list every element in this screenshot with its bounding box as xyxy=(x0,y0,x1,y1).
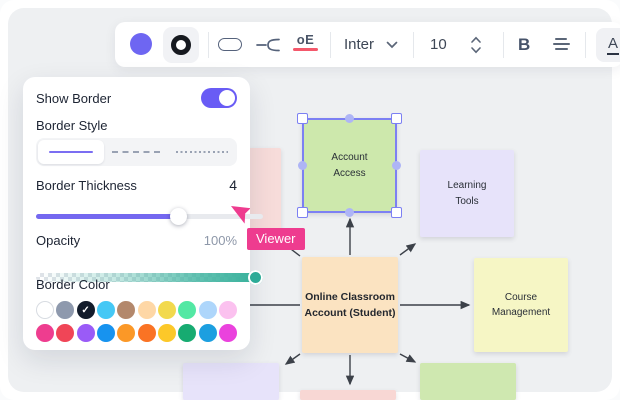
border-style-dashed-option[interactable] xyxy=(104,140,170,164)
toolbar-divider xyxy=(208,32,209,58)
edge-handle-right[interactable] xyxy=(392,161,401,170)
toolbar-divider xyxy=(330,32,331,58)
stroke-ring-icon xyxy=(171,35,191,55)
border-color-label: Border Color xyxy=(36,277,110,292)
toolbar-divider xyxy=(503,32,504,58)
opacity-value: 100% xyxy=(203,232,237,248)
resize-handle-top-left[interactable] xyxy=(297,113,308,124)
resize-handle-bottom-right[interactable] xyxy=(391,207,402,218)
node-partial-lavender-bottom[interactable] xyxy=(183,363,279,400)
slider-thumb[interactable] xyxy=(170,208,187,225)
collaborator-cursor-icon xyxy=(231,206,250,224)
color-swatch[interactable] xyxy=(137,301,156,319)
border-settings-panel: Show Border Border Style Border Thicknes… xyxy=(23,77,263,350)
border-style-solid-option[interactable] xyxy=(38,140,104,164)
color-swatch[interactable] xyxy=(56,301,75,319)
checkmark-icon: ✓ xyxy=(81,304,90,316)
opacity-track[interactable] xyxy=(36,273,263,282)
border-color-swatches: ✓ xyxy=(36,301,237,347)
underline-letter: A xyxy=(606,35,619,55)
slider-fill xyxy=(36,214,179,219)
resize-handle-bottom-left[interactable] xyxy=(297,207,308,218)
color-swatch[interactable] xyxy=(219,301,237,319)
edge-handle-top[interactable] xyxy=(345,114,354,123)
show-border-label: Show Border xyxy=(36,90,112,106)
underline-button[interactable]: A xyxy=(596,28,620,62)
node-label: Account Access xyxy=(331,152,368,179)
node-partial-pink-bottom[interactable] xyxy=(300,390,396,400)
node-course-management[interactable]: Course Management xyxy=(474,258,568,352)
show-border-toggle[interactable] xyxy=(201,88,237,108)
formatting-toolbar: oE Inter 10 B A xyxy=(115,22,620,67)
border-thickness-label: Border Thickness xyxy=(36,177,137,193)
text-align-icon[interactable] xyxy=(552,38,570,50)
color-swatch[interactable] xyxy=(198,301,217,319)
node-partial-green-bottom[interactable] xyxy=(420,363,516,400)
color-swatch[interactable] xyxy=(219,324,237,342)
opacity-thumb[interactable] xyxy=(248,270,263,285)
color-swatch[interactable] xyxy=(76,324,95,342)
color-swatch[interactable] xyxy=(36,324,54,342)
node-account-access-selected[interactable]: Account Access xyxy=(297,113,402,218)
edge-handle-left[interactable] xyxy=(298,161,307,170)
fill-color-swatch-icon[interactable] xyxy=(130,33,152,55)
chevron-down-icon[interactable] xyxy=(386,41,398,49)
bold-button[interactable]: B xyxy=(518,34,531,54)
connector-branch-icon[interactable] xyxy=(256,37,282,53)
resize-handle-top-right[interactable] xyxy=(391,113,402,124)
color-swatch[interactable] xyxy=(178,324,197,342)
edge-handle-bottom[interactable] xyxy=(345,208,354,217)
border-thickness-value: 4 xyxy=(229,177,237,193)
toggle-knob xyxy=(219,90,235,106)
color-swatch[interactable] xyxy=(137,324,156,342)
dotted-line-icon xyxy=(176,151,229,153)
border-style-dotted-option[interactable] xyxy=(169,140,235,164)
toolbar-divider xyxy=(413,32,414,58)
border-style-label: Border Style xyxy=(36,118,108,133)
font-family-select[interactable]: Inter xyxy=(344,36,375,53)
border-thickness-slider[interactable] xyxy=(36,208,263,225)
font-size-stepper-icon[interactable] xyxy=(470,36,482,54)
node-label: Learning Tools xyxy=(447,180,487,207)
color-swatch[interactable] xyxy=(56,324,75,342)
color-swatch[interactable] xyxy=(97,324,115,342)
color-swatch[interactable] xyxy=(198,324,217,342)
color-swatch[interactable] xyxy=(178,301,197,319)
color-swatch[interactable] xyxy=(117,301,136,319)
stroke-color-button[interactable] xyxy=(163,27,199,63)
text-check-glyph: oE xyxy=(296,32,315,47)
font-size-value[interactable]: 10 xyxy=(430,36,447,53)
dashed-line-icon xyxy=(111,150,162,154)
solid-line-icon xyxy=(48,151,93,153)
opacity-slider[interactable] xyxy=(36,270,263,285)
color-swatch-selected[interactable]: ✓ xyxy=(76,301,95,319)
color-swatch[interactable] xyxy=(36,301,54,319)
opacity-label: Opacity xyxy=(36,232,81,248)
toolbar-divider xyxy=(585,32,586,58)
color-swatch[interactable] xyxy=(97,301,115,319)
color-swatch[interactable] xyxy=(158,324,176,342)
color-swatch[interactable] xyxy=(117,324,136,342)
border-style-segmented-control xyxy=(36,138,237,166)
node-label: Online Classroom Account (Student) xyxy=(304,290,396,319)
shape-ellipse-icon[interactable] xyxy=(218,38,242,51)
node-learning-tools[interactable]: Learning Tools xyxy=(420,150,514,237)
collaborator-name-badge: Viewer xyxy=(247,228,305,250)
text-check-icon[interactable]: oE xyxy=(293,32,318,51)
color-swatch[interactable] xyxy=(158,301,176,319)
node-online-classroom-account[interactable]: Online Classroom Account (Student) xyxy=(302,257,398,353)
red-underline-icon xyxy=(293,48,318,51)
node-label: Course Management xyxy=(491,291,551,319)
